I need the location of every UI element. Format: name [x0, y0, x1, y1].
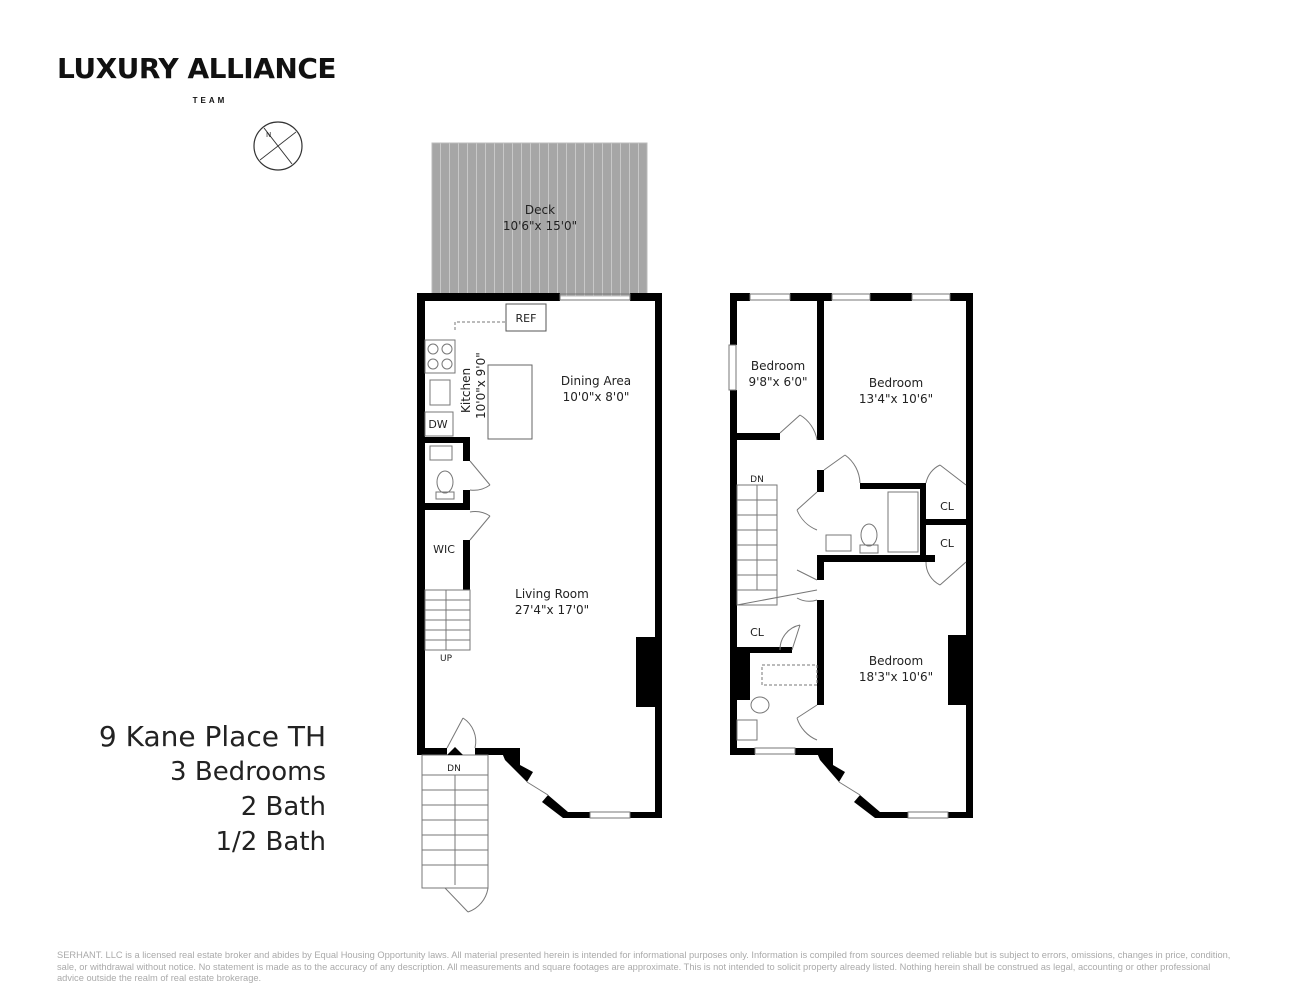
stairs-up: [424, 589, 471, 651]
svg-text:18'3"x 10'6": 18'3"x 10'6": [859, 670, 933, 684]
property-half-baths: 1/2 Bath: [215, 827, 326, 857]
brand-subtitle: TEAM: [192, 96, 228, 105]
brand-logo: LUXURY ALLIANCE: [57, 52, 337, 85]
svg-text:UP: UP: [440, 654, 453, 664]
svg-text:10'0"x 9'0": 10'0"x 9'0": [474, 352, 488, 419]
svg-text:DN: DN: [447, 764, 461, 774]
svg-text:Bedroom: Bedroom: [751, 359, 805, 373]
svg-text:Bedroom: Bedroom: [869, 654, 923, 668]
svg-text:DN: DN: [750, 475, 764, 485]
stairs-down: [421, 754, 489, 889]
svg-text:WIC: WIC: [433, 543, 455, 556]
svg-text:DW: DW: [428, 418, 447, 431]
compass-north-icon: N: [253, 121, 303, 171]
svg-text:CL: CL: [750, 626, 765, 639]
svg-text:Bedroom: Bedroom: [869, 376, 923, 390]
disclaimer: SERHANT. LLC is a licensed real estate b…: [57, 950, 1231, 983]
svg-text:Living Room: Living Room: [515, 587, 589, 601]
walls: [417, 293, 662, 818]
walls: [730, 293, 973, 818]
svg-text:27'4"x 17'0": 27'4"x 17'0": [515, 603, 589, 617]
svg-text:13'4"x 10'6": 13'4"x 10'6": [859, 392, 933, 406]
svg-text:10'6"x 15'0": 10'6"x 15'0": [503, 219, 577, 233]
svg-text:N: N: [266, 131, 271, 139]
svg-text:Kitchen: Kitchen: [459, 368, 473, 413]
svg-text:CL: CL: [940, 500, 955, 513]
svg-text:CL: CL: [940, 537, 955, 550]
property-baths: 2 Bath: [240, 792, 326, 822]
svg-text:REF: REF: [516, 312, 537, 325]
first-floor-plan: Deck 10'6"x 15'0": [417, 142, 662, 913]
svg-text:Deck: Deck: [525, 203, 555, 217]
svg-text:10'0"x 8'0": 10'0"x 8'0": [563, 390, 630, 404]
property-bedrooms: 3 Bedrooms: [170, 757, 326, 787]
svg-text:9'8"x 6'0": 9'8"x 6'0": [748, 375, 807, 389]
svg-text:Dining Area: Dining Area: [561, 374, 631, 388]
second-floor-plan: Bedroom 9'8"x 6'0" Bedroom 13'4"x 10'6" …: [728, 293, 973, 819]
stairs-down: [736, 484, 778, 606]
property-address: 9 Kane Place TH: [98, 720, 326, 753]
